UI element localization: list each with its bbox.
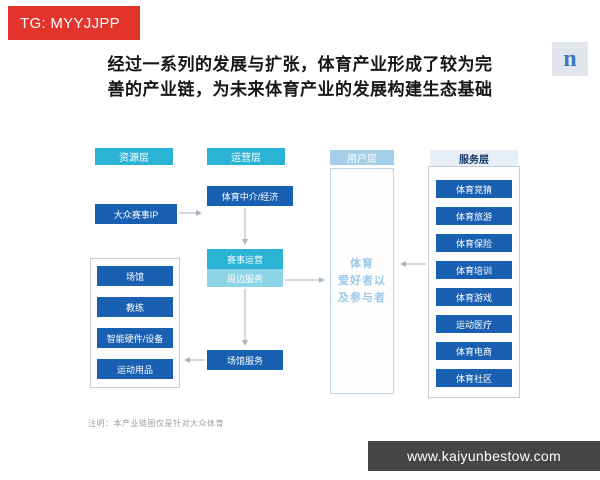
resource-group-box: 场馆 教练 智能硬件/设备 运动用品: [90, 258, 180, 388]
page-title: 经过一系列的发展与扩张，体育产业形成了较为完 善的产业链，为未来体育产业的发展构…: [0, 52, 600, 102]
node-sports-agency: 体育中介/经济: [207, 186, 293, 206]
header-service-layer: 服务层: [430, 150, 518, 166]
node-event-operation: 赛事运营: [207, 249, 283, 269]
service-group-box: 体育竞猜 体育旅游 体育保险 体育培训 体育游戏 运动医疗 体育电商 体育社区: [428, 166, 520, 398]
node-venue-service: 场馆服务: [207, 350, 283, 370]
n-logo: n: [552, 42, 588, 76]
header-operation-layer: 运营层: [207, 148, 285, 165]
n-logo-letter: n: [563, 45, 577, 72]
title-line-2: 善的产业链，为未来体育产业的发展构建生态基础: [107, 80, 493, 99]
footnote: 注明：本产业链图仅是针对大众体育: [88, 419, 224, 428]
node-sports-community: 体育社区: [436, 369, 512, 387]
user-text-line-1: 体育: [350, 257, 374, 270]
node-sports-training: 体育培训: [436, 261, 512, 279]
node-sports-medicine: 运动医疗: [436, 315, 512, 333]
tg-banner: TG: MYYJJPP: [8, 6, 140, 40]
node-sports-games: 体育游戏: [436, 288, 512, 306]
node-sports-travel: 体育旅游: [436, 207, 512, 225]
user-text-line-2: 爱好者以: [338, 274, 386, 287]
watermark-url-bar: www.kaiyunbestow.com: [368, 441, 600, 471]
title-line-1: 经过一系列的发展与扩张，体育产业形成了较为完: [107, 55, 493, 74]
user-layer-box: 体育 爱好者以 及参与者: [330, 168, 394, 394]
node-sports-betting: 体育竞猜: [436, 180, 512, 198]
node-mass-event-ip: 大众赛事IP: [95, 204, 177, 224]
user-text-line-3: 及参与者: [338, 291, 386, 304]
node-sports-ecommerce: 体育电商: [436, 342, 512, 360]
tg-banner-text: TG: MYYJJPP: [20, 14, 120, 32]
node-sporting-goods: 运动用品: [97, 359, 173, 379]
watermark-url: www.kaiyunbestow.com: [407, 448, 561, 464]
header-user-layer: 用户层: [330, 150, 394, 165]
node-venue: 场馆: [97, 266, 173, 286]
node-smart-hardware: 智能硬件/设备: [97, 328, 173, 348]
node-peripheral-service: 周边服务: [207, 269, 283, 287]
node-coach: 教练: [97, 297, 173, 317]
header-resource-layer: 资源层: [95, 148, 173, 165]
node-sports-insurance: 体育保险: [436, 234, 512, 252]
